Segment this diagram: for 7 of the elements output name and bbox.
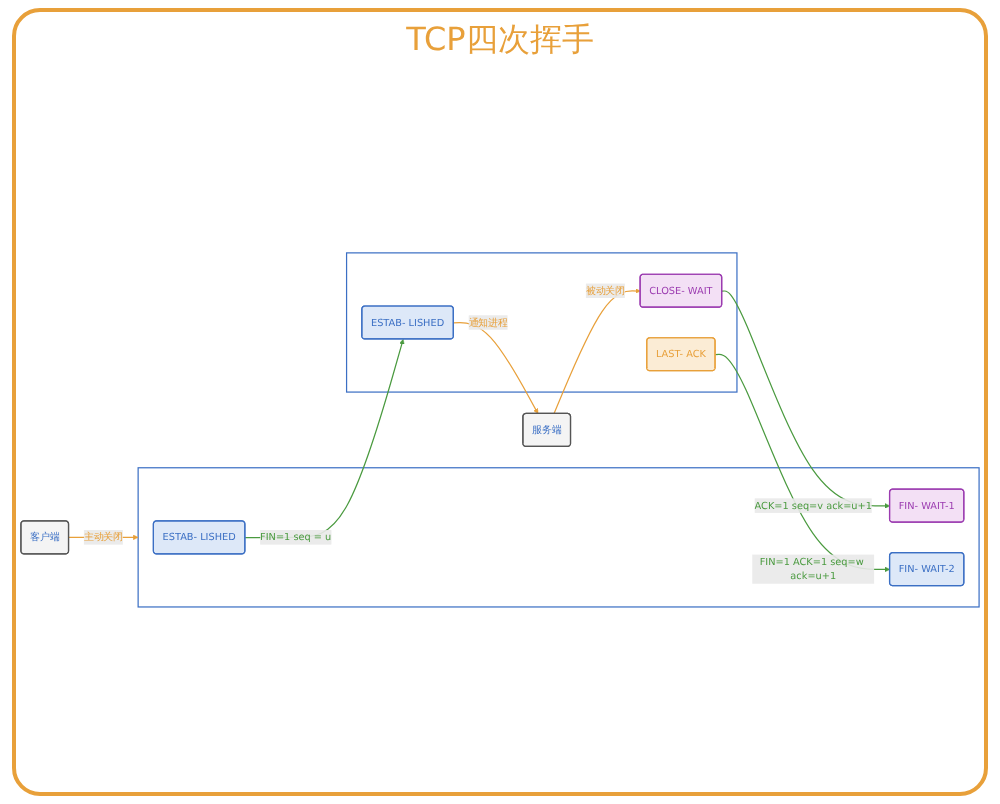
diagram-title: TCP四次挥手 — [406, 20, 594, 62]
cluster — [137, 466, 980, 607]
arrow — [714, 352, 891, 572]
arrow — [721, 289, 891, 508]
cluster — [345, 251, 738, 392]
arrow — [453, 321, 539, 414]
arrow — [553, 287, 641, 414]
